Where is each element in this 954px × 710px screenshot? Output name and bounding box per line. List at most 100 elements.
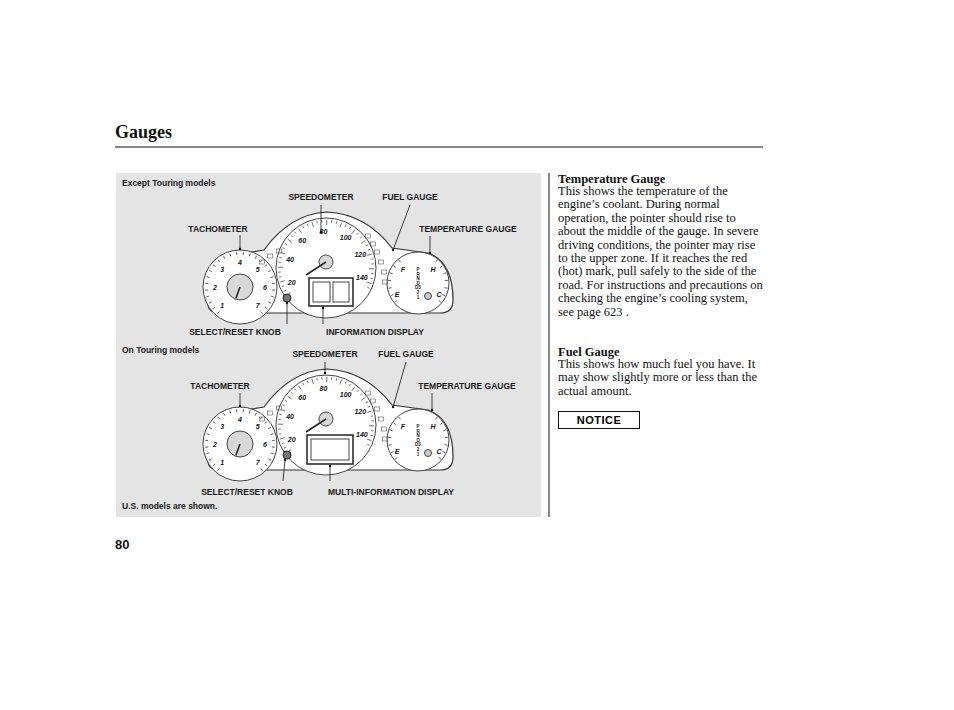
speedometer-needle	[306, 419, 326, 432]
tick-mark	[249, 253, 251, 256]
tick-mark	[229, 253, 231, 256]
tick-mark	[295, 389, 297, 391]
tick-mark	[369, 425, 374, 426]
tick-mark	[279, 257, 281, 259]
tick-mark	[345, 224, 346, 226]
tick-mark	[265, 265, 267, 267]
tick-mark	[207, 433, 210, 435]
tick-mark	[340, 223, 342, 228]
tick-mark	[307, 224, 309, 226]
tick-mark	[357, 390, 359, 392]
rpm-number: 5	[256, 423, 260, 430]
tick-mark	[224, 413, 225, 416]
tick-mark	[295, 232, 297, 234]
tick-mark	[321, 220, 322, 222]
indicator-icon	[382, 427, 387, 431]
tick-mark	[439, 300, 441, 302]
speed-number: 20	[288, 278, 296, 285]
tick-mark	[271, 276, 274, 278]
model-note: Except Touring models	[122, 178, 215, 188]
tick-mark	[390, 273, 393, 274]
tick-mark	[205, 289, 208, 290]
tick-mark	[243, 409, 244, 412]
fuel-temperature-dial	[387, 409, 449, 471]
figure-panel	[116, 173, 541, 517]
tick-mark	[280, 438, 285, 439]
tick-mark	[326, 220, 327, 225]
gear-letter: 1	[417, 295, 420, 300]
tick-mark	[395, 457, 397, 459]
tick-mark	[439, 457, 441, 459]
tick-mark	[209, 459, 212, 460]
speed-number: 40	[286, 413, 294, 420]
tachometer-dial	[203, 250, 277, 324]
display-panel	[333, 282, 349, 302]
tick-mark	[399, 417, 401, 419]
tick-mark	[291, 392, 293, 394]
tick-mark	[207, 276, 210, 278]
tick-mark	[312, 379, 313, 384]
gauge-letter: C	[436, 291, 441, 298]
tachometer-dial	[203, 407, 277, 481]
rpm-number: 1	[220, 458, 224, 465]
callout-label: SELECT/RESET KNOB	[201, 487, 293, 497]
leader-dot	[329, 465, 331, 467]
indicator-icon	[375, 407, 380, 411]
tachometer-needle	[236, 287, 240, 298]
leader-dot	[286, 302, 288, 304]
indicator-icon	[383, 280, 388, 284]
indicator-icon	[260, 417, 265, 421]
tick-mark	[352, 230, 355, 234]
tick-mark	[282, 442, 284, 444]
tick-mark	[366, 402, 368, 403]
leader-dot	[392, 406, 394, 408]
tick-mark	[282, 285, 284, 287]
tick-mark	[366, 245, 368, 246]
tick-mark	[265, 422, 267, 424]
speed-number: 80	[320, 228, 328, 235]
tick-mark	[278, 271, 280, 272]
tick-mark	[312, 222, 313, 227]
leader-line	[393, 205, 410, 250]
tick-mark	[369, 268, 374, 269]
indicator-icon	[375, 250, 380, 254]
callout-label: SPEEDOMETER	[292, 349, 357, 359]
speed-number: 60	[298, 393, 306, 400]
tick-mark	[261, 469, 263, 471]
tick-mark	[229, 410, 231, 413]
select-reset-knob	[283, 451, 291, 459]
section-body: This shows the temperature of the engine…	[558, 185, 764, 319]
tick-mark	[393, 423, 395, 425]
tick-mark	[243, 252, 244, 255]
tick-mark	[218, 469, 220, 471]
tick-mark	[249, 410, 251, 413]
tick-mark	[265, 464, 267, 466]
callout-label: INFORMATION DISPLAY	[326, 327, 424, 337]
tick-mark	[395, 300, 397, 302]
tick-mark	[393, 266, 395, 268]
gauge-letter: H	[430, 423, 435, 430]
gear-letter: 1	[417, 452, 420, 457]
title-rule	[115, 147, 763, 148]
leader-line	[330, 466, 331, 481]
tick-mark	[361, 240, 365, 243]
display-panel	[311, 439, 349, 460]
tachometer-hub	[227, 431, 253, 457]
tick-mark	[336, 221, 338, 223]
gauge-letter: E	[395, 291, 400, 298]
tick-mark	[367, 444, 369, 445]
tick-mark	[279, 433, 281, 434]
tick-mark	[443, 430, 446, 431]
indicator-icon	[379, 260, 384, 264]
tick-mark	[213, 422, 215, 424]
tick-mark	[368, 406, 370, 408]
tick-mark	[367, 439, 372, 441]
tick-mark	[357, 233, 359, 235]
tick-mark	[307, 381, 309, 383]
tick-mark	[278, 428, 280, 429]
notice-text: NOTICE	[559, 414, 639, 426]
indicator-icon	[277, 406, 282, 410]
rpm-number: 2	[213, 441, 217, 448]
tick-mark	[271, 296, 274, 298]
fuel-temperature-dial	[387, 252, 449, 314]
